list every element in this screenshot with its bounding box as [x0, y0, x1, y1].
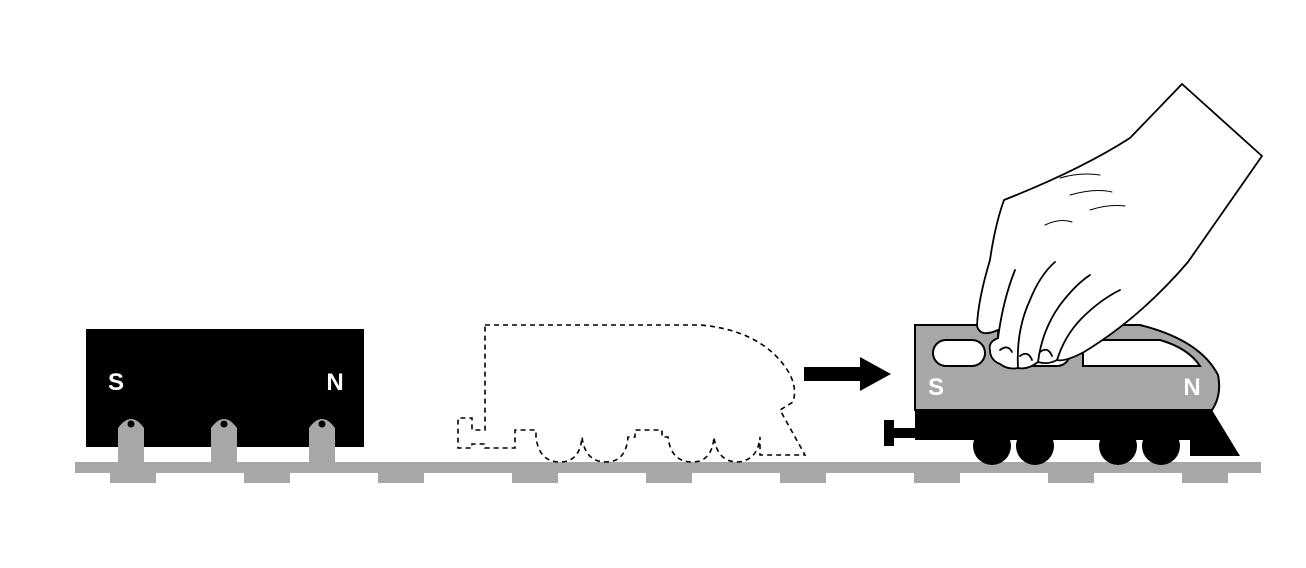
track-sleeper [378, 473, 424, 483]
track-sleeper [512, 473, 558, 483]
train-coupler [892, 428, 916, 438]
train-wheel [1099, 427, 1137, 465]
track-rail [75, 462, 1261, 473]
track-sleepers [110, 473, 1228, 483]
train-window [932, 339, 986, 367]
magnet-stand [309, 419, 335, 462]
track-sleeper [780, 473, 826, 483]
train-wheel [973, 427, 1011, 465]
train-wheel [1016, 427, 1054, 465]
train-chassis [915, 410, 1240, 456]
train-south-label: S [928, 374, 944, 401]
train-north-label: N [1183, 374, 1200, 401]
track-sleeper [646, 473, 692, 483]
magnet-stands [118, 419, 335, 462]
magnet-stand [211, 419, 237, 462]
magnet-north-label: N [326, 369, 343, 396]
track-sleeper [244, 473, 290, 483]
right-arrow-icon [804, 357, 891, 391]
track-sleeper [914, 473, 960, 483]
train-window [1082, 339, 1202, 367]
train-coupler [884, 420, 894, 446]
track-sleeper [110, 473, 156, 483]
railway-track [75, 462, 1261, 483]
magnet-stand [118, 419, 144, 462]
bar-magnet: S N [86, 329, 364, 462]
hand-icon [976, 83, 1263, 370]
magnet-south-label: S [108, 369, 124, 396]
dashed-train-outline [457, 324, 807, 463]
train-wheel [1142, 427, 1180, 465]
track-sleeper [1182, 473, 1228, 483]
track-sleeper [1048, 473, 1094, 483]
